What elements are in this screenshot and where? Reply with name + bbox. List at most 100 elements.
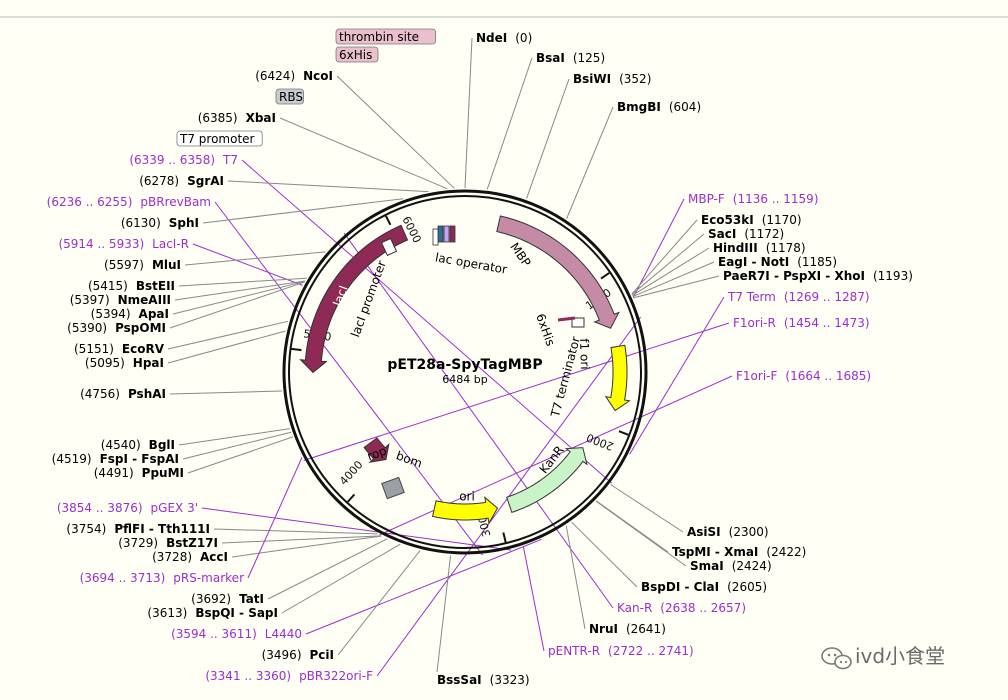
leader-line (169, 390, 283, 395)
leader-line (221, 535, 382, 544)
boxed-label-thrombin-site: thrombin site (339, 30, 419, 44)
site-name: BglI (149, 438, 175, 452)
leader-line (192, 243, 303, 286)
bom-box (381, 476, 405, 500)
site-position: (5597) (104, 258, 144, 272)
site-position: (4540) (101, 438, 141, 452)
site-t7-term: T7 Term(1269 .. 1287) (727, 290, 870, 304)
site-ncoi: NcoI(6424) (255, 69, 333, 83)
site-position: (3694 .. 3713) (80, 571, 166, 585)
site-name: NdeI (476, 31, 507, 45)
site-eco53ki: Eco53kI(1170) (701, 213, 802, 227)
site-position: (125) (573, 51, 605, 65)
site-position: (3341 .. 3360) (205, 669, 291, 683)
site-mbp-f: MBP-F(1136 .. 1159) (688, 192, 819, 206)
box-6xhis (335, 46, 379, 63)
site-sphi: SphI(6130) (121, 216, 199, 230)
leader-line (595, 500, 687, 567)
small-feature-box (437, 225, 444, 243)
f1ori-label: f1 ori (577, 338, 592, 370)
site-position: (2424) (732, 559, 772, 573)
site-pflfi-tth111i: PflFI - Tth111I(3754) (66, 522, 210, 536)
site-name: pGEX 3' (151, 501, 198, 515)
site-position: (352) (619, 72, 651, 86)
leader-line (279, 117, 448, 190)
site-name: BsiWI (573, 72, 611, 86)
site-name: MBP-F (688, 192, 725, 206)
site-name: pRS-marker (173, 571, 244, 585)
site-position: (5397) (70, 293, 110, 307)
scale-tick (385, 215, 392, 226)
leader-line (633, 275, 720, 299)
leader-line (231, 535, 382, 558)
site-name: BspQI - SapI (195, 606, 278, 620)
small-feature-box (449, 225, 456, 243)
site-name: PspOMI (115, 321, 166, 335)
site-name: F1ori-R (733, 316, 776, 330)
site-position: (2300) (729, 525, 769, 539)
site-ndei: NdeI(0) (476, 31, 532, 45)
site-name: LacI-R (152, 237, 189, 251)
box-thrombin-site (335, 28, 436, 45)
site-position: (2605) (727, 580, 767, 594)
site-position: (5914 .. 5933) (58, 237, 144, 251)
site-position: (3613) (147, 606, 187, 620)
site-name: BsaI (536, 51, 565, 65)
leader-line (336, 75, 455, 189)
site-position: (3496) (262, 648, 302, 662)
leader-line (522, 546, 545, 652)
site-name: NcoI (303, 69, 333, 83)
site-name: Kan-R (617, 601, 652, 615)
site-bsssai: BssSaI (3323) (437, 673, 530, 687)
site-asisi: AsiSI(2300) (687, 525, 769, 539)
site-fspi-fspai: FspI - FspAI(4519) (52, 452, 179, 466)
box-t7-promoter (176, 130, 263, 147)
leader-line (565, 525, 586, 630)
site-position: (3728) (152, 550, 192, 564)
site-nrui: NruI(2641) (589, 622, 666, 636)
site-pbr322ori-f: pBR322ori-F(3341 .. 3360) (205, 669, 373, 683)
leader-line (241, 159, 612, 484)
leader-line (631, 219, 698, 295)
site-f1ori-r: F1ori-R(1454 .. 1473) (733, 316, 870, 330)
site-name: BssSaI (437, 673, 482, 687)
site-position: (3323) (490, 673, 530, 687)
site-name: ApaI (139, 307, 169, 321)
site-position: (6236 .. 6255) (47, 195, 133, 209)
site-position: (6385) (198, 111, 238, 125)
scale-tick (618, 430, 629, 436)
site-name: HindIII (713, 241, 758, 255)
site-name: T7 (222, 153, 238, 167)
leader-line (343, 232, 614, 609)
ori-label: ori (459, 490, 475, 504)
site-bgli: BglI (4540) (101, 438, 175, 452)
site-smai: SmaI(2424) (690, 559, 772, 573)
scale-tick (600, 272, 610, 280)
small-feature-box (443, 225, 450, 243)
site-l4440: L4440(3594 .. 3611) (171, 627, 302, 641)
site-position: (1193) (873, 269, 913, 283)
site-ppumi: PpuMI(4491) (94, 466, 184, 480)
kanr-arrow (506, 447, 588, 514)
site-position: (2422) (766, 545, 806, 559)
site-position: (4756) (80, 387, 120, 401)
site-position: (3729) (118, 536, 158, 550)
site-kan-r: Kan-R (2638 .. 2657) (617, 601, 746, 615)
box-rbs (275, 88, 305, 105)
leader-line (337, 550, 421, 656)
site-name: PaeR7I - PspXI - XhoI (723, 269, 865, 283)
leader-line (178, 428, 291, 446)
leader-line (172, 280, 305, 315)
site-name: NmeAIII (118, 293, 171, 307)
leader-line (436, 555, 452, 673)
leader-line (202, 198, 404, 224)
site-prs-marker: pRS-marker (3694 .. 3713) (80, 571, 244, 585)
site-position: (2638 .. 2657) (660, 601, 746, 615)
site-position: (2641) (626, 622, 666, 636)
site-ecorv: EcoRV(5151) (74, 342, 165, 356)
site-name: BspDI - ClaI (641, 580, 719, 594)
site-pspomi: PspOMI(5390) (67, 321, 166, 335)
site-name: HpaI (133, 356, 164, 370)
